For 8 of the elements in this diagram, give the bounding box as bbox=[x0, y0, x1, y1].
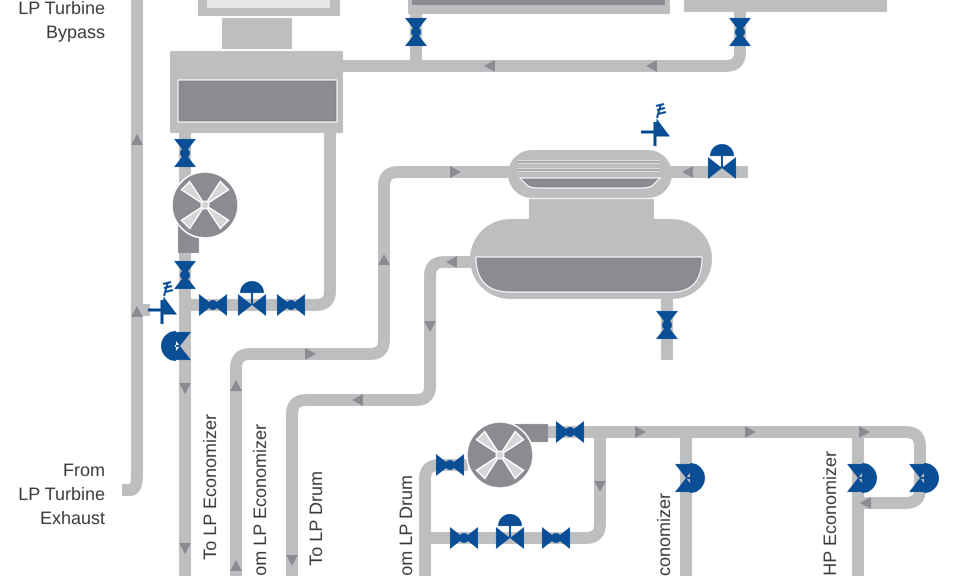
pipe-label: conomizer bbox=[654, 492, 674, 576]
pipe-label: om LP Drum bbox=[396, 475, 416, 576]
source-label: LP Turbine Bypass bbox=[17, 0, 105, 44]
pipe-label: To LP Economizer bbox=[200, 414, 220, 560]
pipe-label: HP Economizer bbox=[820, 451, 840, 576]
pipe-label: om LP Economizer bbox=[250, 424, 270, 576]
pipe-label: To LP Drum bbox=[306, 471, 326, 566]
source-label: From LP Turbine Exhaust bbox=[17, 459, 105, 530]
